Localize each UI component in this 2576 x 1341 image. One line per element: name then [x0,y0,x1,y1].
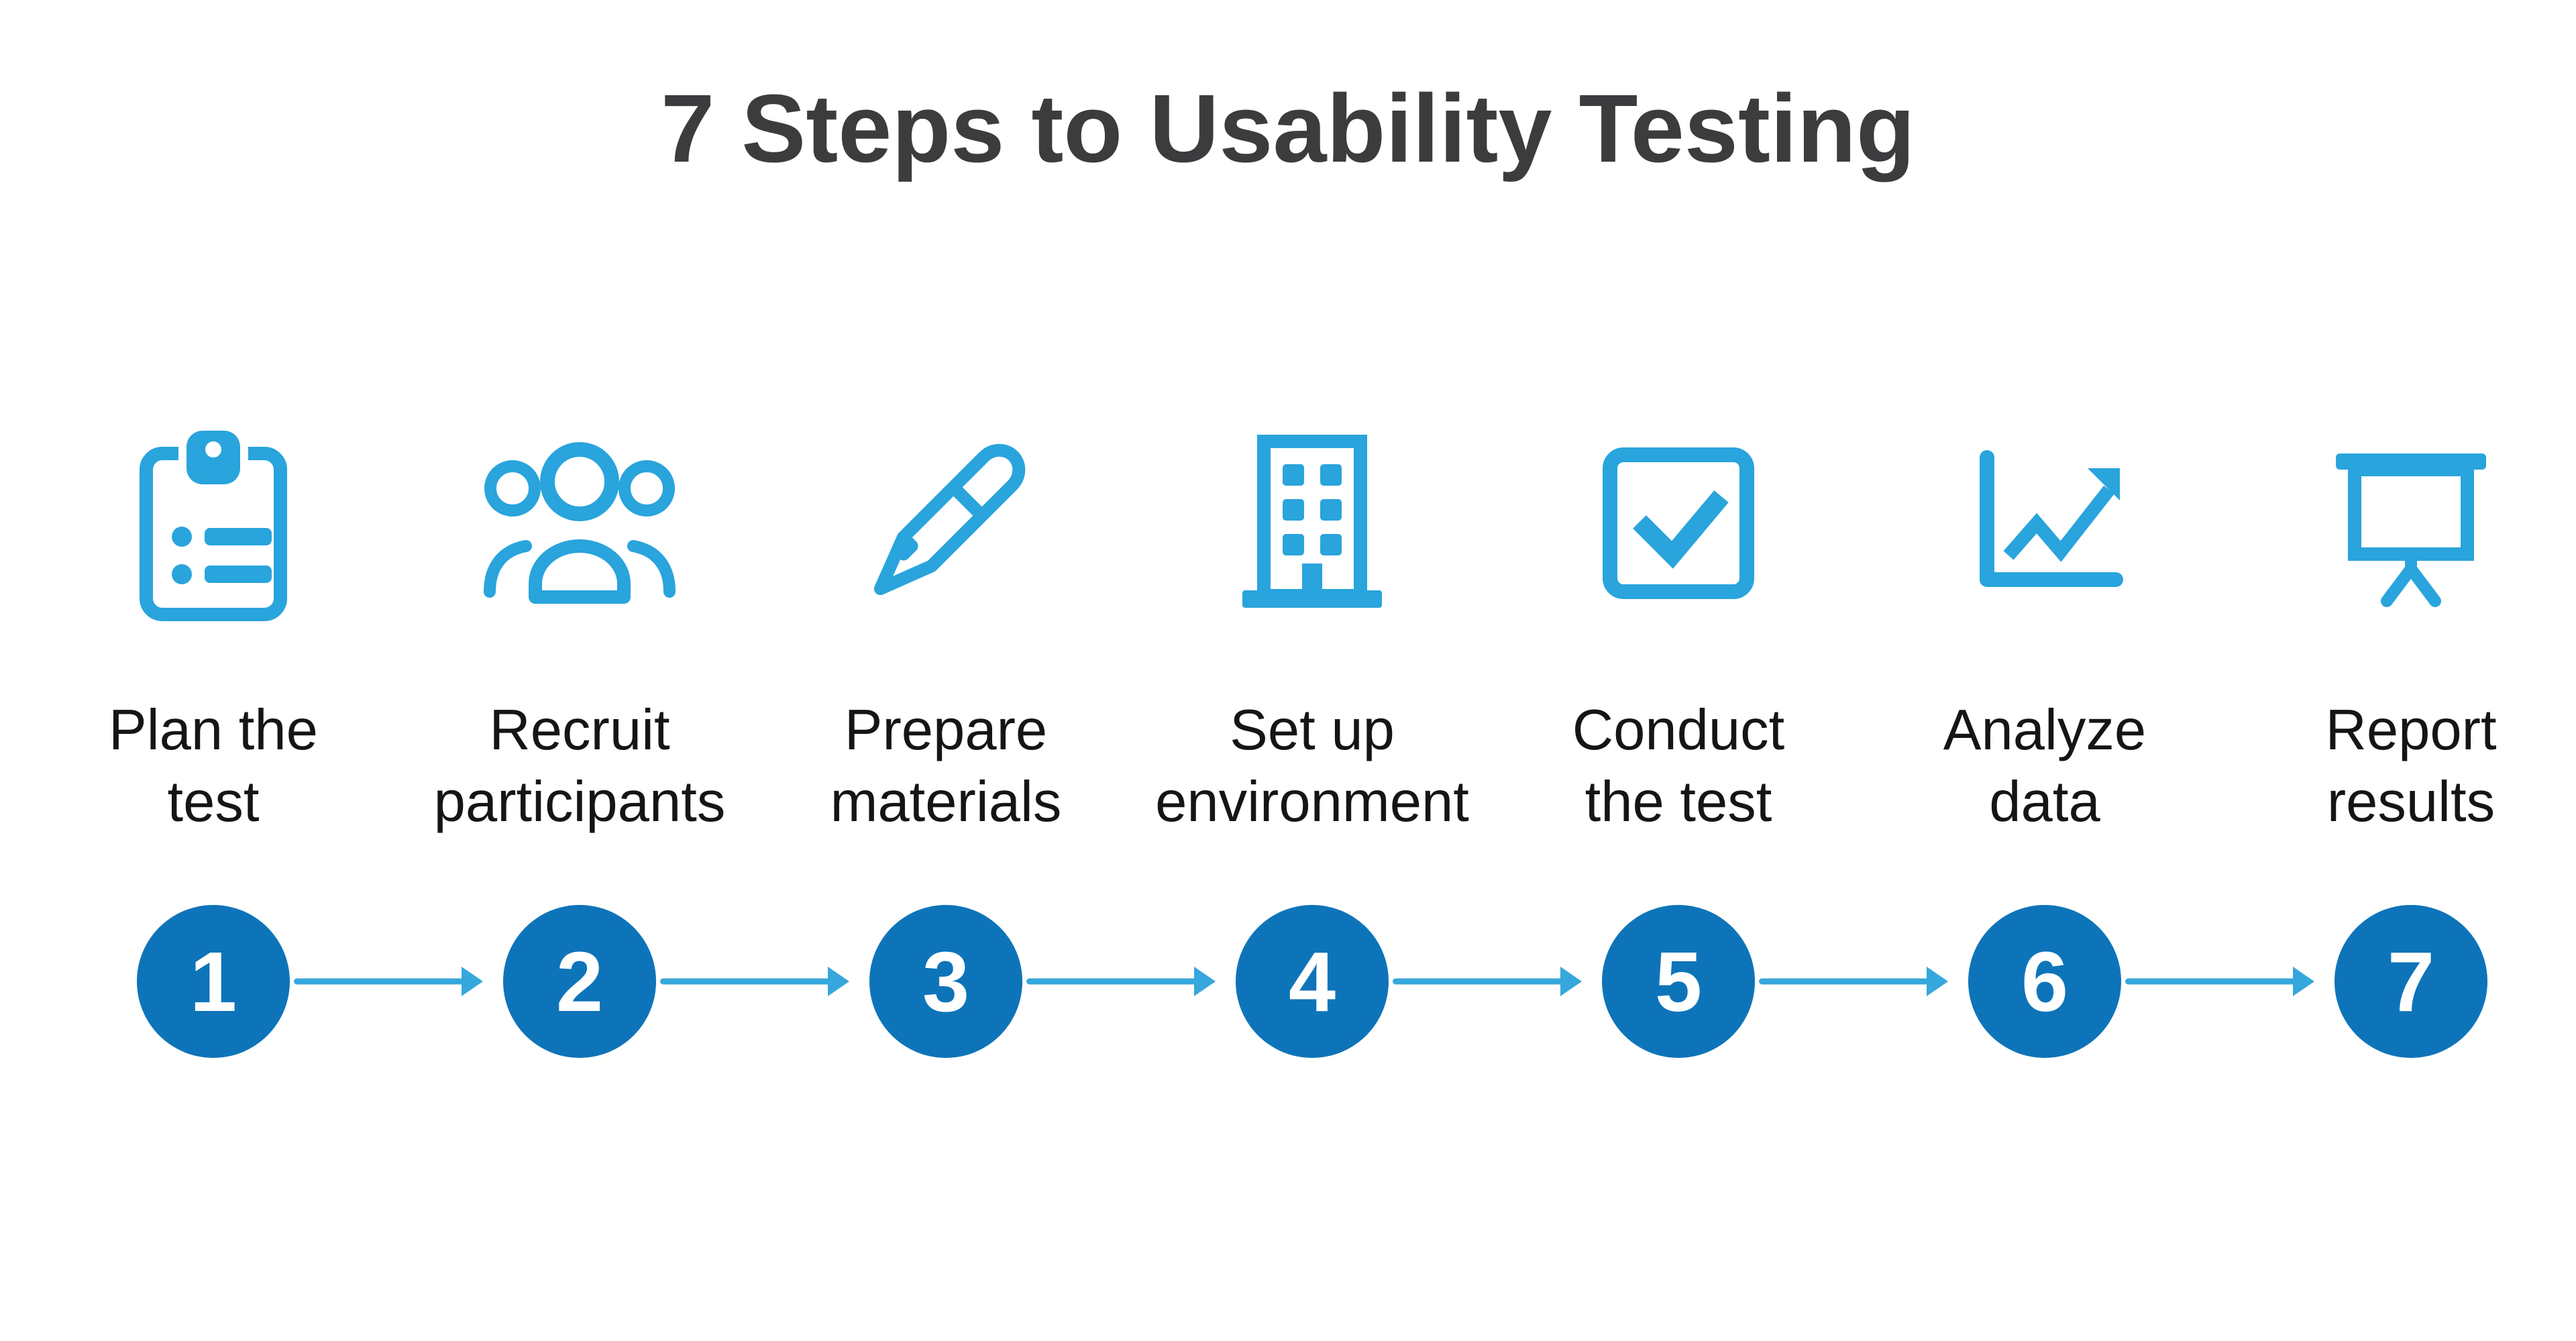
step-7-label-line1: Report [2325,698,2497,763]
pencil-icon [873,443,1026,596]
step-6-label-line2: data [1989,770,2100,835]
arrow-right-icon [294,905,483,1058]
step-column-2: Recruit participants [396,419,763,838]
steps-row: Plan the test Recruit participants [30,419,2576,838]
step-numbers-row: 1 2 3 4 [30,905,2576,1059]
arrow-head [1560,967,1582,997]
arrow-head [2293,967,2314,997]
step-4-number-badge: 4 [1236,905,1389,1059]
step-3-number-cell: 3 [763,905,1216,1059]
step-4-label-line1: Set up [1230,698,1395,763]
step-column-7: Report results [2228,419,2576,838]
arrow-right-icon [660,905,849,1058]
arrow-right-icon [1759,905,1948,1058]
step-7-label: Report results [2325,694,2496,838]
step-3-label-line2: materials [830,770,1062,835]
step-5-label: Conduct the test [1572,694,1785,838]
arrow-line [1393,978,1563,985]
step-3-label: Prepare materials [830,694,1062,838]
step-4-number-cell: 4 [1129,905,1582,1059]
step-7-icon-box [2310,419,2512,627]
step-5-icon-box [1578,419,1779,627]
step-3-label-line1: Prepare [844,698,1048,763]
step-5-label-line1: Conduct [1572,698,1785,763]
step-2-number-badge: 2 [503,905,656,1059]
arrow-line [294,978,464,985]
step-1-label: Plan the test [109,694,318,838]
step-7-label-line2: results [2326,770,2496,835]
step-5-label-line2: the test [1585,770,1772,835]
arrow-right-icon [1026,905,1216,1058]
step-2-label: Recruit participants [434,694,726,838]
arrow-head [828,967,849,997]
presentation-board-icon [2336,453,2486,608]
step-1-number-badge: 1 [137,905,290,1059]
step-5-number-cell: 5 [1495,905,1948,1059]
arrow-right-icon [1393,905,1582,1058]
step-column-1: Plan the test [30,419,396,838]
step-2-label-line2: participants [433,770,726,835]
step-4-icon-box [1212,419,1413,627]
step-3-number-badge: 3 [869,905,1022,1059]
step-1-number-cell: 1 [30,905,483,1059]
arrow-head [1194,967,1216,997]
step-7-number-badge: 7 [2334,905,2487,1059]
step-6-icon-box [1944,419,2145,627]
arrow-right-icon [2125,905,2314,1058]
step-2-number-cell: 2 [396,905,849,1059]
step-6-label-line1: Analyze [1943,698,2147,763]
step-6-number-badge: 6 [1968,905,2121,1059]
step-2-icon-box [479,419,680,627]
participants-group-icon [484,442,676,604]
step-column-6: Analyze data [1862,419,2228,838]
step-2-label-line1: Recruit [489,698,670,763]
arrow-line [1026,978,1197,985]
step-column-4: Set up environment [1129,419,1495,838]
checkbox-checked-icon [1603,447,1754,600]
arrow-line [2125,978,2296,985]
trend-chart-icon [1980,450,2123,588]
step-6-label: Analyze data [1943,694,2146,838]
step-7-number-cell: 7 [2228,905,2576,1059]
arrow-line [1759,978,1929,985]
step-4-label: Set up environment [1155,694,1469,838]
arrow-line [660,978,830,985]
step-6-number-cell: 6 [1862,905,2314,1059]
step-1-label-line2: test [167,770,260,835]
step-3-icon-box [845,419,1046,627]
step-1-label-line1: Plan the [109,698,318,763]
step-1-icon-box [113,419,314,627]
building-icon [1242,435,1382,608]
arrow-head [1927,967,1948,997]
step-column-3: Prepare materials [763,419,1129,838]
step-4-label-line2: environment [1155,770,1469,835]
page-title: 7 Steps to Usability Testing [661,74,1915,182]
arrow-head [462,967,483,997]
clipboard-checklist-icon [140,424,287,622]
step-5-number-badge: 5 [1602,905,1755,1059]
step-column-5: Conduct the test [1495,419,1862,838]
